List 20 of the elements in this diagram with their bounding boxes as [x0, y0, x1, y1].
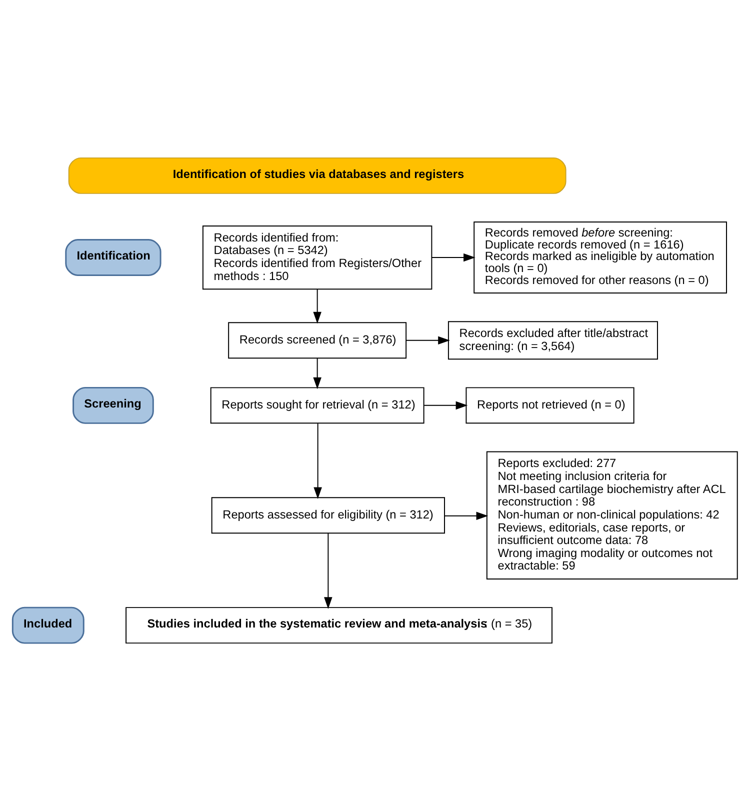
node-box: Records removed before screening: Duplicate records removed (n = 1616) Records marked as ineligible by automation tools (n = 0) Records removed for other reasons (n = 0)	[474, 222, 727, 294]
node-box: Reports sought for retrieval (n = 312)	[210, 387, 424, 424]
node-box: Identification of studies via databases and registers	[68, 157, 566, 194]
arrow	[314, 423, 322, 500]
arrow	[313, 358, 322, 390]
node-box: Reports excluded: 277 Not meeting inclusion criteria for MRI-based cartilage biochemistry after ACL reconstruction : 98 Non-human or non-clinical populations: 42 Reviews, editorials, case reports, or insufficient outcome data: 78 Wrong imaging modality or outcomes not extractable: 59	[486, 451, 738, 580]
arrow	[432, 253, 476, 262]
arrow	[406, 336, 450, 344]
node-box: Reports assessed for eligibility (n = 312)	[211, 497, 445, 534]
node-box: Records screened (n = 3,876)	[228, 322, 407, 359]
node-box: Records excluded after title/abstract screening: (n = 3,564)	[448, 321, 658, 360]
node-box: Screening	[72, 386, 154, 424]
node-box: Included	[12, 606, 84, 644]
arrow	[444, 512, 488, 520]
node-box: Reports not retrieved (n = 0)	[466, 387, 634, 424]
arrow	[424, 401, 468, 410]
node-box: Records identified from: Databases (n = 5342) Records identified from Registers/Other methods : 150	[202, 225, 432, 290]
arrow	[324, 533, 332, 609]
node-box: Identification	[65, 239, 162, 276]
arrow	[313, 288, 322, 324]
